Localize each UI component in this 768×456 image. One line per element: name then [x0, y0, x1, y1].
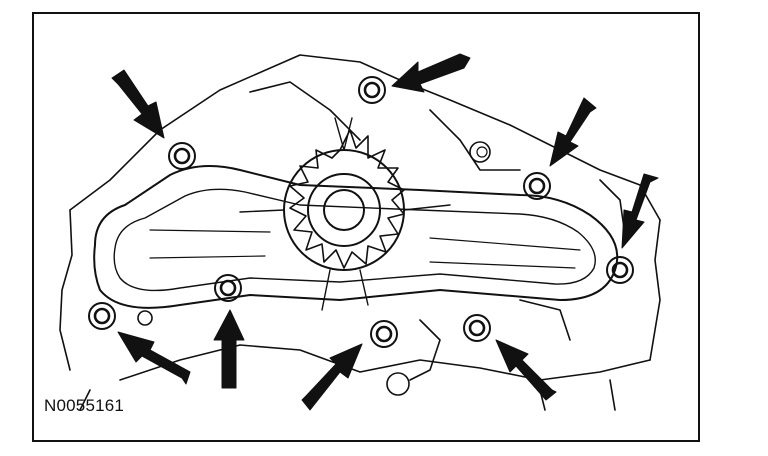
callout-arrow	[301, 343, 363, 411]
callout-arrow	[213, 309, 245, 389]
bolt	[370, 320, 398, 348]
callout-arrow	[117, 331, 191, 385]
bolt	[168, 142, 196, 170]
callout-arrow	[391, 53, 471, 93]
pump-pulley	[239, 117, 451, 311]
bolt	[463, 314, 491, 342]
callout-arrows	[111, 53, 659, 411]
pump-housing	[93, 165, 619, 309]
callout-arrow	[549, 97, 597, 167]
bolt	[523, 172, 551, 200]
bolt	[358, 76, 386, 104]
illustration-frame	[32, 12, 700, 442]
bolt	[88, 302, 116, 330]
figure-reference-number: N0055161	[44, 396, 125, 415]
bolt	[214, 274, 242, 302]
callout-arrow	[495, 339, 557, 401]
callout-arrow	[111, 69, 165, 139]
callout-arrow	[621, 173, 659, 249]
bolt	[606, 256, 634, 284]
engine-block-outline	[59, 54, 661, 411]
bolt-group	[88, 76, 634, 348]
